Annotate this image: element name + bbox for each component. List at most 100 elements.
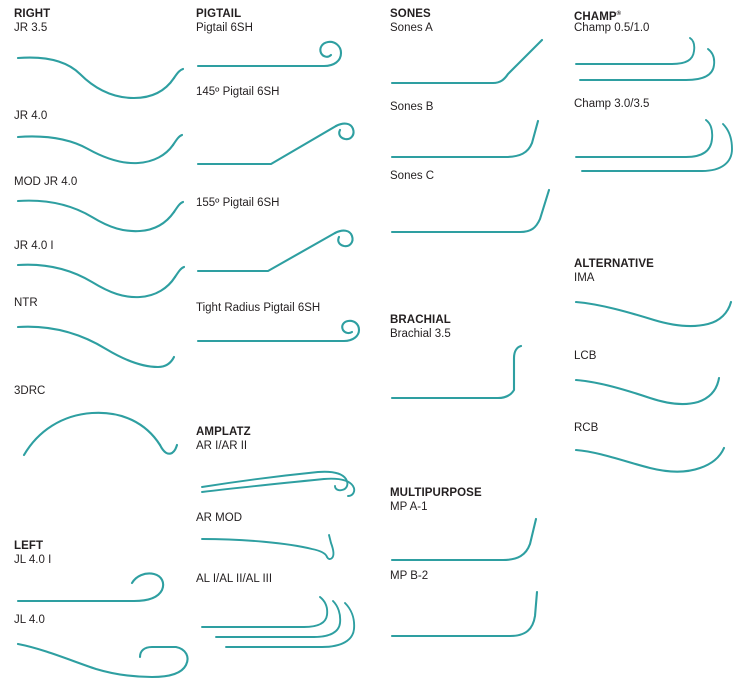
item-label-mod-jr-4-0: MOD JR 4.0 xyxy=(14,176,78,188)
group-amplatz: AMPLATZ xyxy=(196,426,382,439)
item-mod-jr-4-0: MOD JR 4.0 xyxy=(14,176,200,233)
shape-champ-3-0-3-5 xyxy=(574,118,747,184)
group-title-alternative: ALTERNATIVE xyxy=(574,258,654,270)
column-sones-brachial-multipurpose: SONES Sones A Sones B Sones C xyxy=(390,0,576,691)
shape-ar-mod xyxy=(196,525,376,563)
group-title-brachial: BRACHIAL xyxy=(390,314,451,326)
item-label-jr-4-0-i: JR 4.0 I xyxy=(14,240,54,252)
item-label-pigtail-145: 145º Pigtail 6SH xyxy=(196,86,280,98)
shape-ar-1-ar-2 xyxy=(196,454,376,498)
shape-jr-4-0-i xyxy=(14,253,194,305)
group-champ: CHAMP® xyxy=(574,8,747,24)
item-sones-c: Sones C xyxy=(390,170,576,234)
item-jr-3-5: JR 3.5 xyxy=(14,22,200,100)
item-label-champ-0-5-1-0: Champ 0.5/1.0 xyxy=(574,22,650,34)
group-left: LEFT xyxy=(14,540,200,553)
item-label-sones-c: Sones C xyxy=(390,170,435,182)
group-title-champ: CHAMP® xyxy=(574,8,747,24)
item-brachial-3-5: Brachial 3.5 xyxy=(390,328,576,400)
group-brachial: BRACHIAL xyxy=(390,314,576,327)
shape-ntr xyxy=(14,311,194,373)
shape-pigtail-tight-radius xyxy=(196,319,376,349)
group-sones: SONES xyxy=(390,8,576,21)
item-champ-0-5-1-0: Champ 0.5/1.0 xyxy=(574,22,747,81)
shape-champ-0-5-1-0 xyxy=(574,36,747,90)
shape-3drc xyxy=(14,401,194,471)
group-multipurpose: MULTIPURPOSE xyxy=(390,487,576,500)
item-pigtail-tight-radius: Tight Radius Pigtail 6SH xyxy=(196,302,382,343)
item-label-lcb: LCB xyxy=(574,350,597,362)
item-label-jr-4-0: JR 4.0 xyxy=(14,110,48,122)
item-label-ima: IMA xyxy=(574,272,595,284)
shape-rcb xyxy=(574,436,747,488)
item-sones-b: Sones B xyxy=(390,101,576,159)
column-champ-alternative: CHAMP® Champ 0.5/1.0 Champ 3.0/3.5 xyxy=(574,0,747,691)
item-label-pigtail-6sh: Pigtail 6SH xyxy=(196,22,253,34)
shape-sones-c xyxy=(390,184,570,240)
shape-jr-4-0 xyxy=(14,123,194,173)
shape-ima xyxy=(574,286,747,342)
item-label-rcb: RCB xyxy=(574,422,599,434)
item-label-ar-mod: AR MOD xyxy=(196,512,242,524)
item-label-champ-3-0-3-5: Champ 3.0/3.5 xyxy=(574,98,650,110)
shape-brachial-3-5 xyxy=(390,344,570,406)
trademark-icon: ® xyxy=(616,11,622,17)
item-label-jl-4-0-i: JL 4.0 I xyxy=(14,554,52,566)
item-ar-1-ar-2: AR I/AR II xyxy=(196,440,382,497)
item-label-sones-b: Sones B xyxy=(390,101,434,113)
item-jr-4-0-i: JR 4.0 I xyxy=(14,240,200,299)
item-jl-4-0-i: JL 4.0 I xyxy=(14,554,200,603)
item-label-ntr: NTR xyxy=(14,297,38,309)
item-label-brachial-3-5: Brachial 3.5 xyxy=(390,328,451,340)
shape-pigtail-145 xyxy=(196,108,376,170)
item-lcb: LCB xyxy=(574,350,747,406)
group-title-left: LEFT xyxy=(14,540,44,552)
shape-pigtail-155 xyxy=(196,219,376,277)
column-pigtail-amplatz: PIGTAIL Pigtail 6SH 145º Pigtail 6SH xyxy=(196,0,382,691)
item-label-mp-b-2: MP B-2 xyxy=(390,570,429,582)
item-pigtail-6sh: Pigtail 6SH xyxy=(196,22,382,68)
item-label-mp-a-1: MP A-1 xyxy=(390,501,428,513)
item-jl-4-0: JL 4.0 xyxy=(14,614,200,679)
item-pigtail-155: 155º Pigtail 6SH xyxy=(196,197,382,273)
group-right: RIGHT xyxy=(14,8,200,21)
group-title-right: RIGHT xyxy=(14,8,51,20)
shape-jl-4-0-i xyxy=(14,566,194,610)
group-alternative: ALTERNATIVE xyxy=(574,258,747,271)
item-mp-a-1: MP A-1 xyxy=(390,501,576,562)
group-pigtail: PIGTAIL xyxy=(196,8,382,21)
shape-mp-a-1 xyxy=(390,515,570,567)
item-ntr: NTR xyxy=(14,297,200,369)
shape-lcb xyxy=(574,364,747,416)
shape-sones-b xyxy=(390,115,570,165)
shape-jl-4-0 xyxy=(14,627,194,687)
group-title-multipurpose: MULTIPURPOSE xyxy=(390,487,482,499)
item-3drc: 3DRC xyxy=(14,385,200,457)
item-champ-3-0-3-5: Champ 3.0/3.5 xyxy=(574,98,747,172)
item-jr-4-0: JR 4.0 xyxy=(14,110,200,165)
shape-jr-3-5 xyxy=(14,36,194,101)
item-al-1-2-3: AL I/AL II/AL III xyxy=(196,573,382,648)
item-ima: IMA xyxy=(574,272,747,328)
item-pigtail-145: 145º Pigtail 6SH xyxy=(196,86,382,166)
item-label-pigtail-155: 155º Pigtail 6SH xyxy=(196,197,280,209)
shape-al-1-2-3 xyxy=(196,589,376,665)
item-label-sones-a: Sones A xyxy=(390,22,433,34)
item-label-al-1-2-3: AL I/AL II/AL III xyxy=(196,573,273,585)
item-sones-a: Sones A xyxy=(390,22,576,85)
column-right-left: RIGHT JR 3.5 JR 4.0 MOD JR xyxy=(14,0,200,691)
item-label-3drc: 3DRC xyxy=(14,385,46,397)
shape-mod-jr-4-0 xyxy=(14,189,194,239)
item-label-jl-4-0: JL 4.0 xyxy=(14,614,45,626)
shape-sones-a xyxy=(390,36,570,92)
item-rcb: RCB xyxy=(574,422,747,473)
group-title-pigtail: PIGTAIL xyxy=(196,8,242,20)
item-ar-mod: AR MOD xyxy=(196,512,382,561)
item-label-pigtail-tight-radius: Tight Radius Pigtail 6SH xyxy=(196,302,321,314)
group-title-sones: SONES xyxy=(390,8,431,20)
item-mp-b-2: MP B-2 xyxy=(390,570,576,638)
item-label-jr-3-5: JR 3.5 xyxy=(14,22,48,34)
group-title-champ-text: CHAMP xyxy=(574,10,617,23)
shape-mp-b-2 xyxy=(390,586,570,644)
